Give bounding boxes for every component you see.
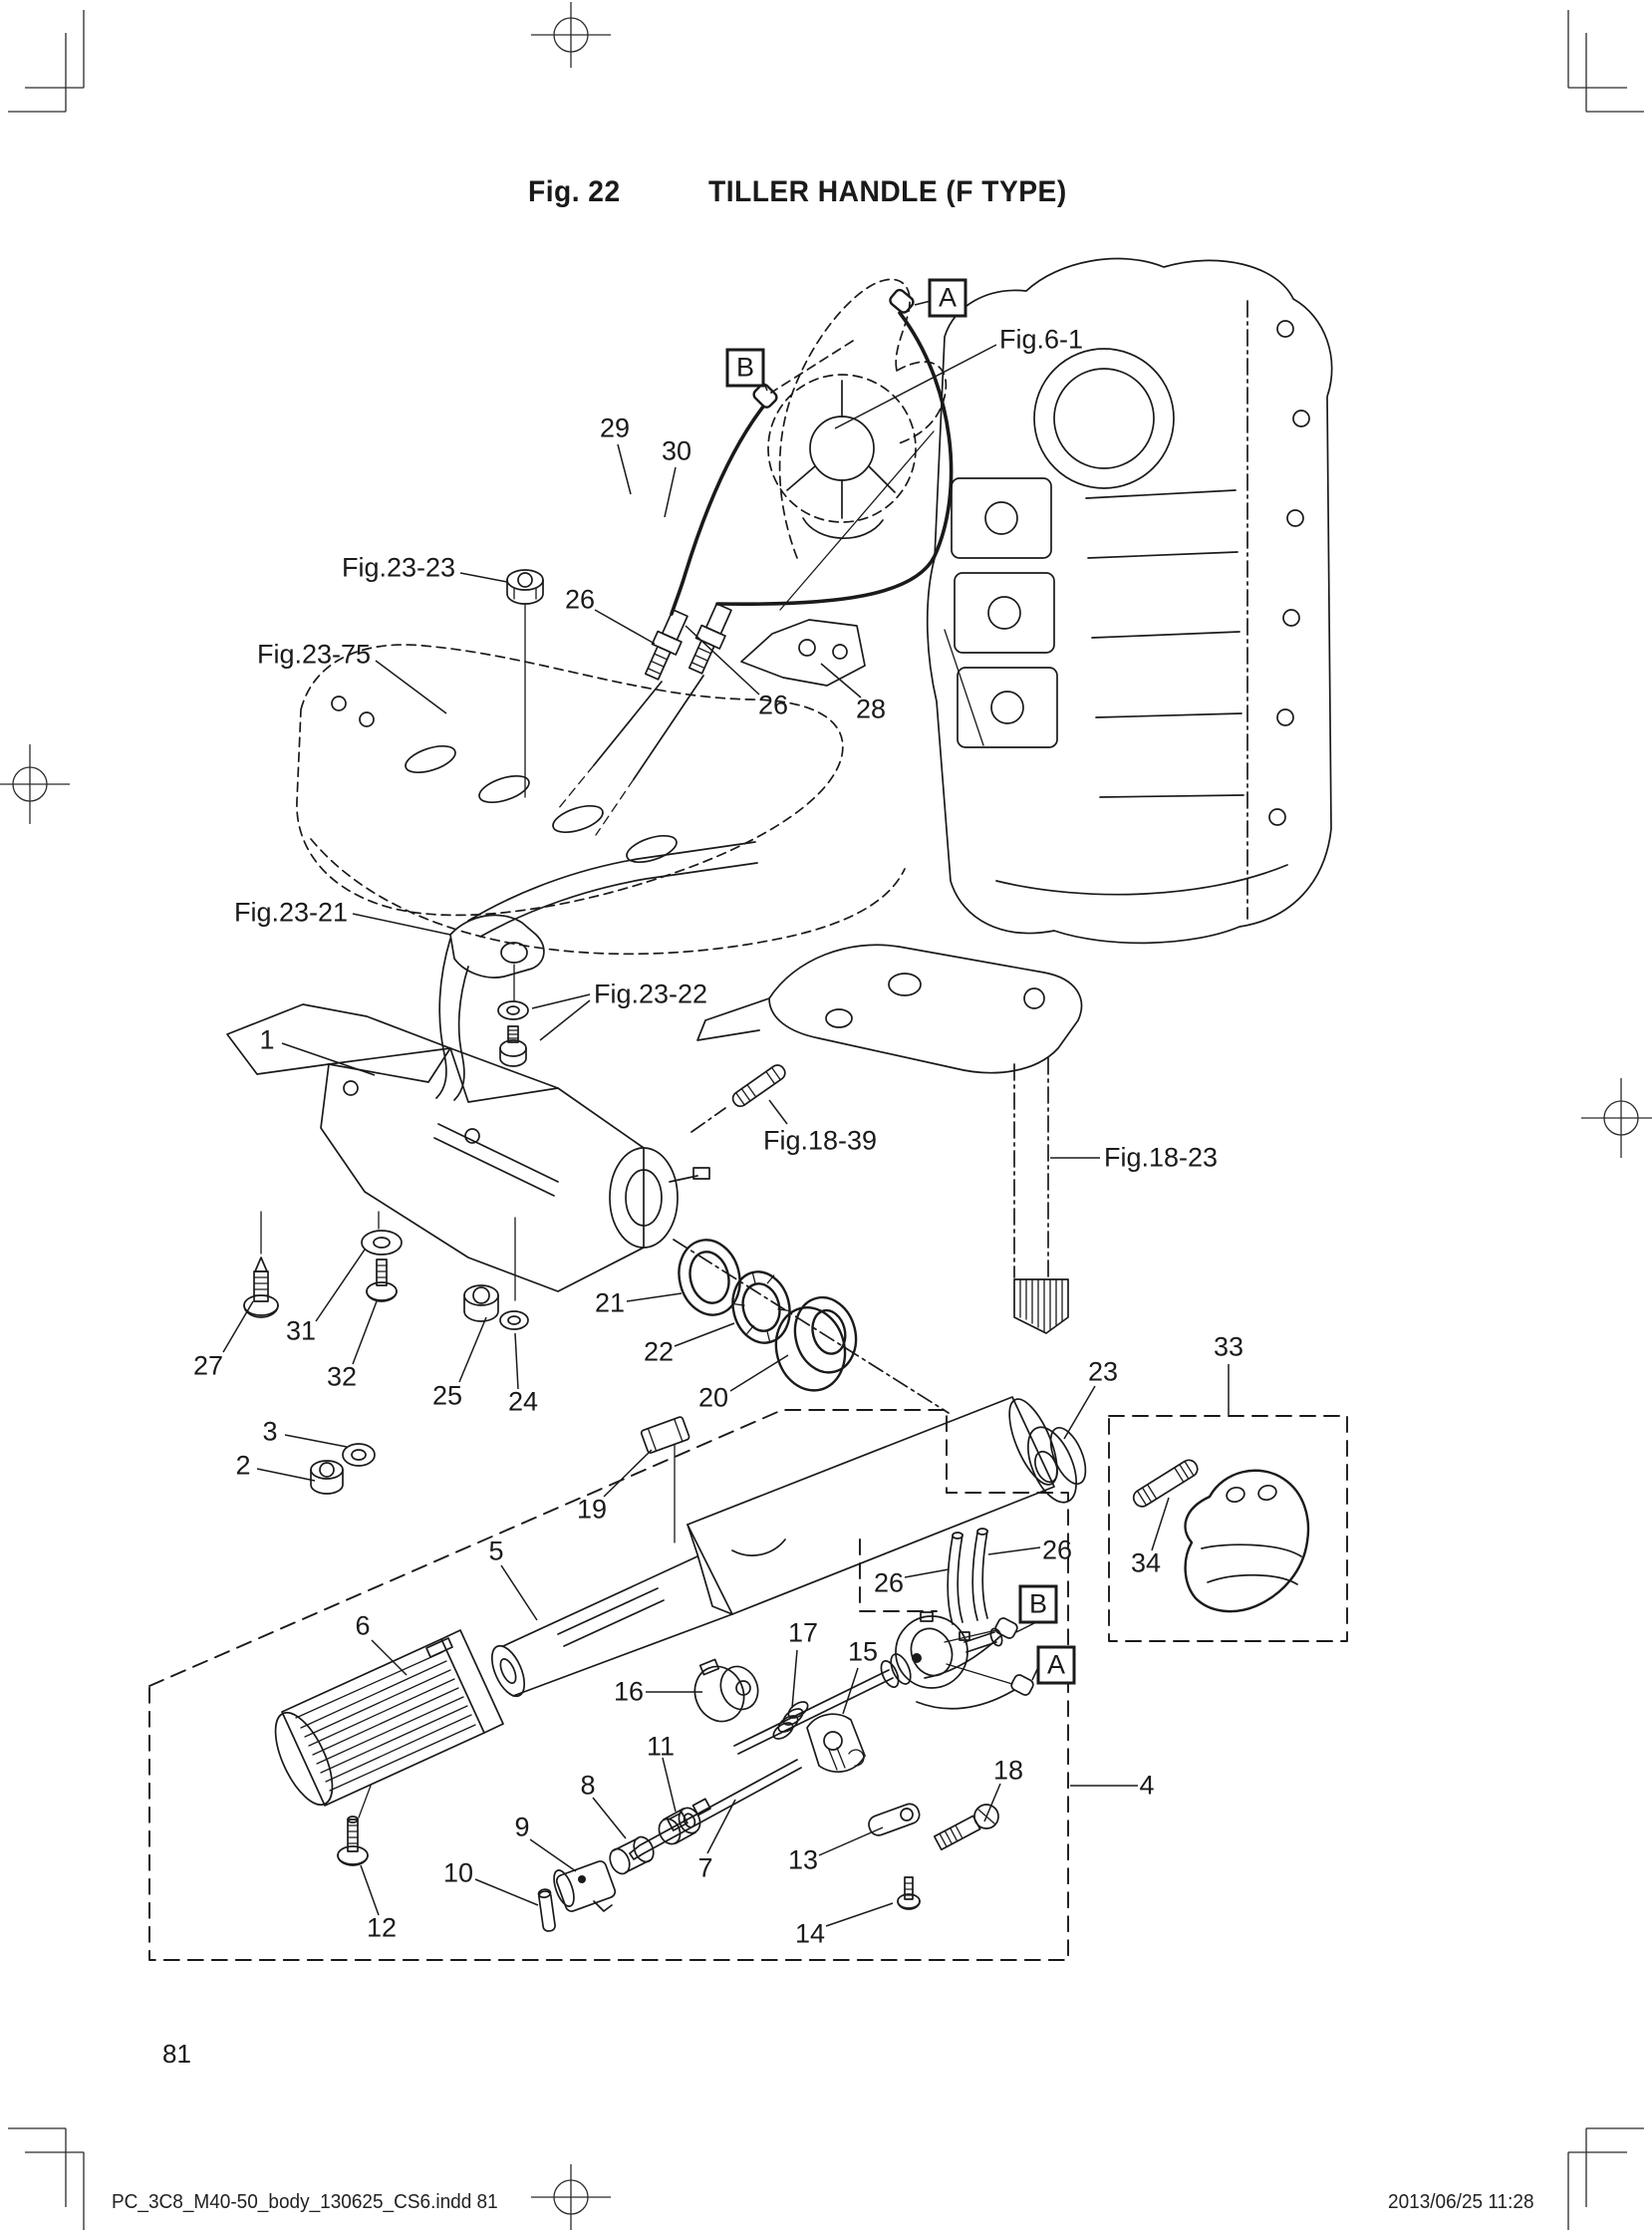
leader-lines [222,300,1230,1927]
part-callout-7-28: 7 [697,1852,713,1883]
figure-ref-fig-23-23: Fig.23-23 [342,552,456,583]
footer-filename: PC_3C8_M40-50_body_130625_CS6.indd 81 [112,2191,498,2213]
figure-number: Fig. 22 [528,175,621,208]
part-callout-26-20: 26 [1041,1535,1073,1565]
figure-title: TILLER HANDLE (F TYPE) [708,175,1067,208]
figure-ref-fig-23-75: Fig.23-75 [257,639,372,670]
grip-6 [274,1629,504,1819]
part-callout-12-32: 12 [366,1912,398,1943]
part-callout-30-1: 30 [661,435,692,466]
part-callout-32-8: 32 [326,1361,358,1392]
part-callout-22-14: 22 [643,1336,675,1367]
page-title: Fig. 22 TILLER HANDLE (F TYPE) [0,175,1652,215]
part-callout-8-29: 8 [580,1770,596,1801]
engine-block [926,257,1333,945]
part-callout-14-34: 14 [794,1918,826,1949]
part-callout-13-33: 13 [787,1844,819,1875]
center-crosshair-bottom [531,2164,611,2230]
footer-timestamp: 2013/06/25 11:28 [1388,2191,1534,2213]
part-callout-19-21: 19 [576,1494,608,1525]
throttle-parts [693,1611,1034,1773]
group-box-4-notch [859,1539,938,1612]
bracket-33-stud-34 [1132,1459,1310,1613]
part-callout-34-18: 34 [1130,1547,1162,1578]
part-callout-26-2: 26 [564,584,596,615]
detail-marker-a-3: A [1036,1645,1076,1685]
tiller-bracket-1 [226,1003,710,1301]
part-callout-24-10: 24 [507,1386,539,1417]
detail-marker-b-2: B [1018,1584,1058,1624]
part-callout-33-17: 33 [1213,1331,1244,1362]
part-callout-2-12: 2 [235,1450,251,1481]
hardware-left [243,1230,529,1495]
part-callout-3-11: 3 [262,1416,278,1447]
part-callout-25-9: 25 [431,1380,463,1411]
cables-26-pair [947,1528,988,1625]
part-callout-16-24: 16 [613,1676,645,1707]
rings-21-22-20 [673,1239,950,1414]
part-callout-31-7: 31 [285,1315,317,1346]
part-callout-9-30: 9 [514,1812,530,1842]
figure-ref-fig-18-39: Fig.18-39 [763,1125,878,1156]
part-callout-27-6: 27 [192,1350,224,1381]
center-crosshair-top [531,2,611,68]
part-callout-20-15: 20 [697,1382,729,1413]
part-callout-28-4: 28 [855,694,887,724]
steering-bracket-ghost [767,278,984,746]
page-number: 81 [162,2039,191,2069]
figure-ref-fig-18-23: Fig.18-23 [1104,1142,1219,1173]
part-callout-6-23: 6 [355,1610,371,1641]
lower-cowl-ghost [296,644,906,956]
figure-ref-fig-23-21: Fig.23-21 [234,897,349,928]
center-crosshair-left [0,744,70,824]
detail-marker-a-0: A [928,278,967,318]
part-callout-23-16: 23 [1087,1356,1119,1387]
figure-ref-fig-6-1: Fig.6-1 [999,324,1084,355]
group-box-33 [1108,1415,1348,1642]
linkage-parts [337,1759,999,1932]
part-callout-26-3: 26 [757,690,789,720]
part-callout-4-36: 4 [1139,1770,1155,1801]
part-callout-29-0: 29 [599,413,631,443]
cable-bracket-28 [740,619,866,687]
part-callout-17-25: 17 [787,1617,819,1648]
swivel-arm [690,944,1083,1334]
part-callout-5-22: 5 [488,1536,504,1566]
group-box-4 [148,1409,1069,1961]
detail-marker-b-1: B [725,348,765,388]
part-callout-26-19: 26 [873,1567,905,1598]
nut-fig23-23 [506,569,544,798]
part-callout-15-26: 15 [847,1636,879,1667]
figure-ref-fig-23-22: Fig.23-22 [594,979,708,1009]
part-callout-11-27: 11 [646,1731,676,1762]
center-crosshair-right [1581,1078,1652,1158]
tiller-handle-5 [490,1396,1087,1698]
part-callout-21-13: 21 [594,1287,626,1318]
part-callout-1-5: 1 [259,1024,275,1055]
part-callout-18-35: 18 [992,1755,1024,1786]
part-callout-10-31: 10 [442,1857,474,1888]
